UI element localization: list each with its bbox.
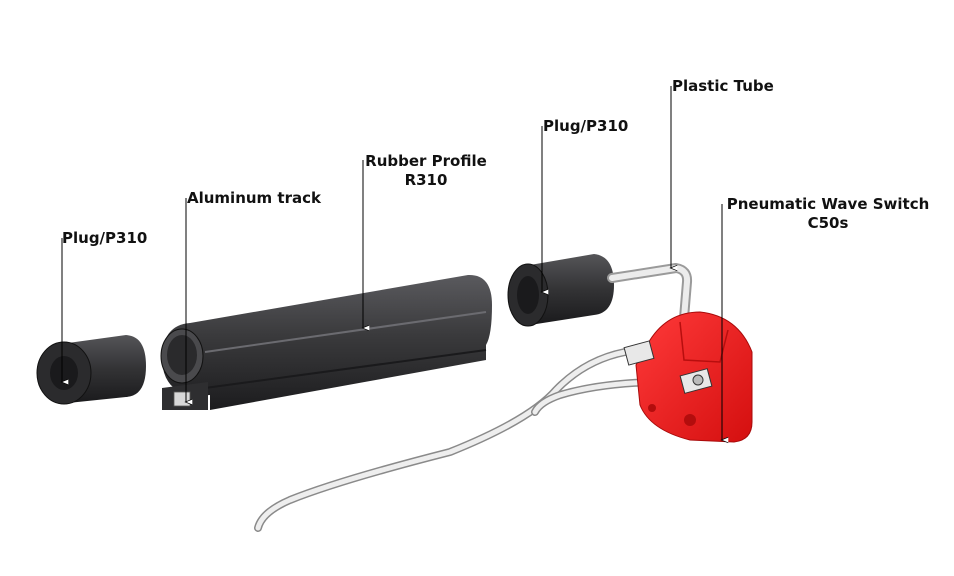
plastic-tube — [607, 263, 693, 323]
label-wave-switch-line1: Pneumatic Wave Switch — [726, 195, 930, 213]
plug-left — [36, 335, 146, 405]
aluminum-track-insert — [173, 391, 191, 407]
plug-right — [507, 254, 614, 327]
label-plug-left: Plug/P310 — [62, 229, 148, 247]
label-aluminum-track: Aluminum track — [187, 189, 321, 207]
pneumatic-wave-switch — [623, 311, 753, 443]
label-plastic-tube: Plastic Tube — [672, 77, 774, 95]
label-rubber-profile: Rubber Profile R310 — [363, 152, 489, 190]
label-wave-switch-line2: C50s — [807, 214, 849, 232]
label-wave-switch: Pneumatic Wave Switch C50s — [722, 195, 934, 233]
label-plug-right: Plug/P310 — [543, 117, 629, 135]
rubber-profile — [160, 274, 492, 410]
label-rubber-profile-line2: R310 — [404, 171, 448, 189]
leader-lines — [60, 86, 729, 444]
label-rubber-profile-line1: Rubber Profile — [365, 152, 487, 170]
